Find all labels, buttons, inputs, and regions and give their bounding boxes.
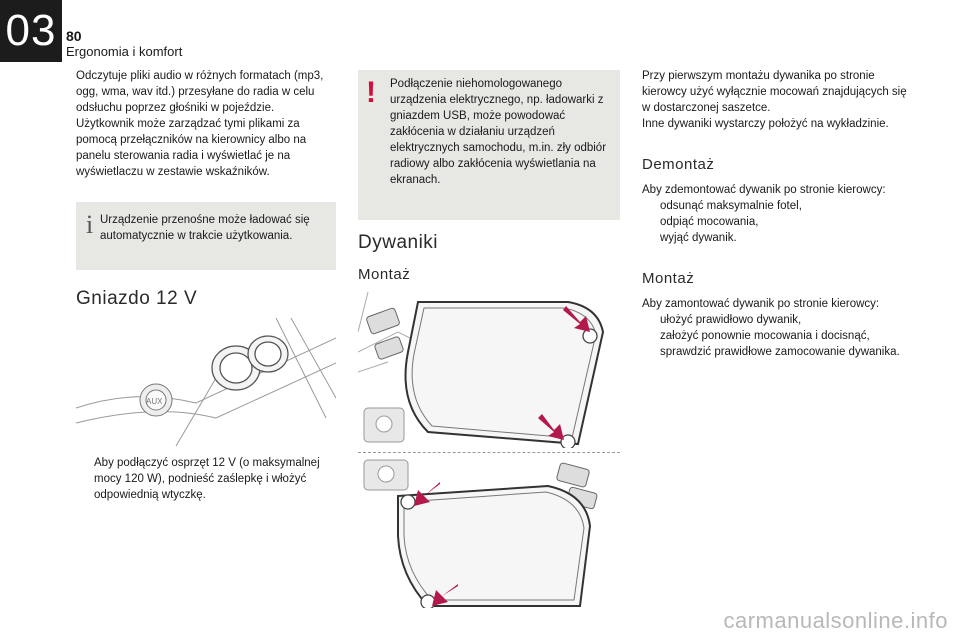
divider: [358, 452, 620, 453]
col1-bullets: Aby podłączyć osprzęt 12 V (o maksymalne…: [76, 455, 338, 503]
warning-icon: !: [366, 76, 376, 109]
heading-removal: Demontaż: [642, 156, 715, 173]
installation-lead: Aby zamontować dywanik po stronie kierow…: [642, 298, 880, 310]
watermark: carmanualsonline.info: [723, 608, 948, 633]
floor-mat-illustration-top: [357, 291, 620, 450]
floor-mat-top-svg: [357, 291, 605, 450]
removal-step: odpiąć mocowania,: [660, 216, 759, 228]
col1-intro-block: Odczytuje pliki audio w różnych formatac…: [76, 68, 338, 180]
removal-step: odsunąć maksymalnie fotel,: [660, 200, 802, 212]
heading-12v-socket: Gniazdo 12 V: [76, 288, 198, 309]
installation-step: założyć ponownie mocowania i docisnąć,: [660, 330, 870, 342]
floor-mat-bottom-svg: [363, 459, 598, 610]
heading-mounting: Montaż: [358, 266, 411, 283]
list-item: założyć ponownie mocowania i docisnąć,: [642, 328, 910, 344]
info-box: i Urządzenie przenośne może ładować się …: [76, 202, 336, 270]
info-icon: i: [86, 210, 94, 239]
removal-lead: Aby zdemontować dywanik po stronie kiero…: [642, 184, 886, 196]
removal-block: Aby zdemontować dywanik po stronie kiero…: [642, 182, 910, 246]
page-number: 80: [66, 28, 82, 44]
list-item: odpiąć mocowania,: [642, 214, 910, 230]
heading-installation: Montaż: [642, 270, 695, 287]
list-item: sprawdzić prawidłowe zamocowanie dywanik…: [642, 344, 910, 360]
col1-intro: Odczytuje pliki audio w różnych formatac…: [76, 70, 324, 114]
col1-intro2: Użytkownik może zarządzać tymi plikami z…: [76, 118, 307, 178]
col3-intro2: Inne dywaniki wystarczy położyć na wykła…: [642, 118, 889, 130]
installation-step: sprawdzić prawidłowe zamocowanie dywanik…: [660, 346, 900, 358]
info-text: Urządzenie przenośne może ładować się au…: [100, 214, 310, 242]
warning-text: Podłączenie niehomologowanego urządzenia…: [390, 78, 607, 186]
socket-instruction: Aby podłączyć osprzęt 12 V (o maksymalne…: [94, 457, 320, 501]
floor-mat-illustration-bottom: [358, 456, 620, 610]
heading-floor-mats: Dywaniki: [358, 232, 439, 253]
section-title: Ergonomia i komfort: [66, 44, 183, 59]
warning-box: ! Podłączenie niehomologowanego urządzen…: [358, 70, 620, 220]
list-item: wyjąć dywanik.: [642, 230, 910, 246]
socket-illustration-svg: AUX: [75, 317, 337, 447]
aux-label: AUX: [146, 397, 163, 406]
socket-illustration: AUX: [75, 317, 337, 447]
col3-intro: Przy pierwszym montażu dywanika po stron…: [642, 70, 907, 114]
installation-block: Aby zamontować dywanik po stronie kierow…: [642, 296, 910, 360]
list-item: Aby podłączyć osprzęt 12 V (o maksymalne…: [76, 455, 338, 503]
list-item: odsunąć maksymalnie fotel,: [642, 198, 910, 214]
col3-intro-block: Przy pierwszym montażu dywanika po stron…: [642, 68, 910, 132]
list-item: ułożyć prawidłowo dywanik,: [642, 312, 910, 328]
installation-step: ułożyć prawidłowo dywanik,: [660, 314, 802, 326]
removal-step: wyjąć dywanik.: [660, 232, 737, 244]
chapter-tab: 03: [0, 0, 62, 62]
